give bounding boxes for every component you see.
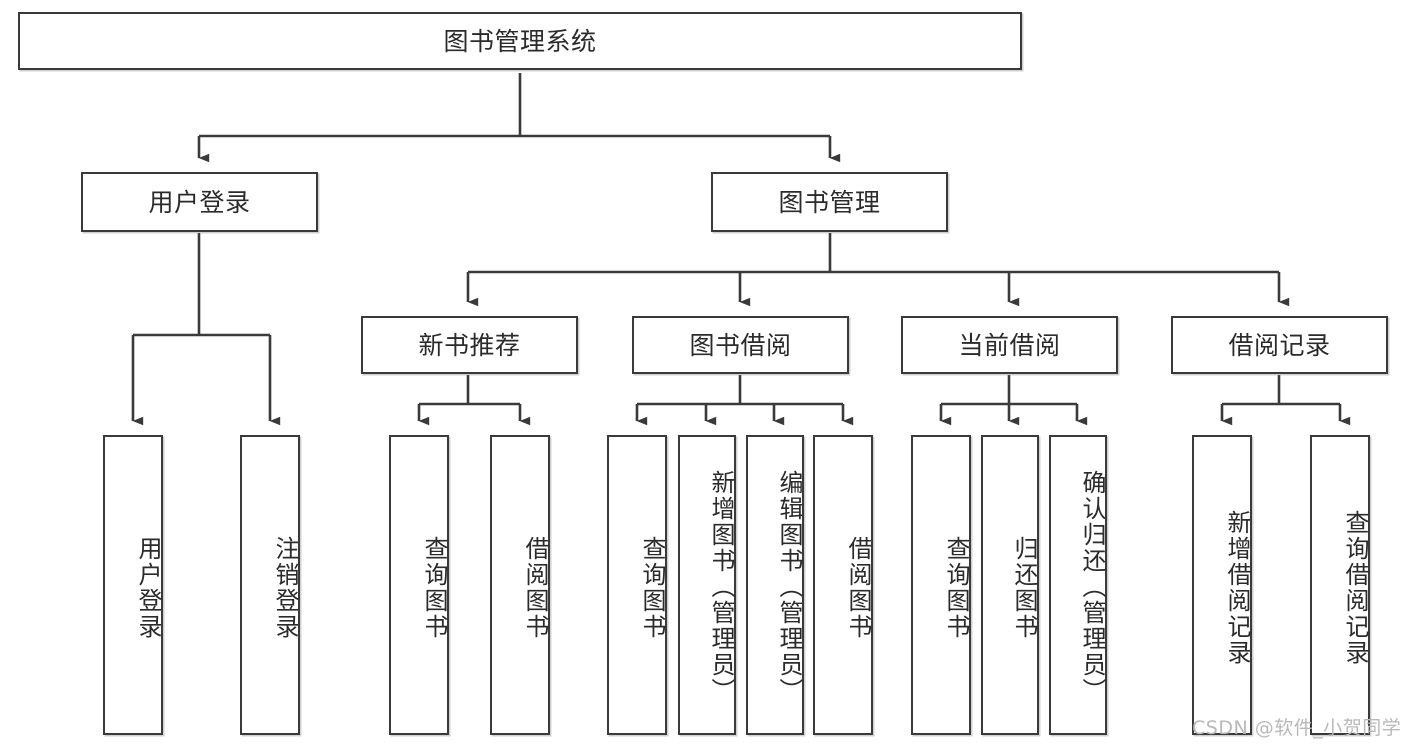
node-book-borrow[interactable]: 图书借阅 [632, 316, 849, 374]
node-root-library-system[interactable]: 图书管理系统 [18, 12, 1022, 70]
leaf-logout-label: 注销登录 [271, 536, 299, 640]
node-borrow-records[interactable]: 借阅记录 [1171, 316, 1388, 374]
leaf-current-return-book-label: 归还图书 [1010, 536, 1038, 640]
node-user-login[interactable]: 用户登录 [81, 172, 318, 232]
leaf-borrow-add-book-admin[interactable]: 新增图书（管理员） [678, 435, 736, 735]
leaf-newbooks-borrow-book[interactable]: 借阅图书 [490, 435, 550, 735]
leaf-current-return-book[interactable]: 归还图书 [981, 435, 1039, 735]
leaf-user-login-label: 用户登录 [134, 536, 162, 640]
leaf-borrow-borrow-book[interactable]: 借阅图书 [813, 435, 873, 735]
node-new-book-recommend-label: 新书推荐 [418, 330, 521, 360]
leaf-current-confirm-return-admin-label: 确认归还（管理员） [1078, 470, 1106, 704]
leaf-logout[interactable]: 注销登录 [240, 435, 300, 735]
leaf-current-confirm-return-admin[interactable]: 确认归还（管理员） [1049, 435, 1107, 735]
node-new-book-recommend[interactable]: 新书推荐 [361, 316, 578, 374]
leaf-borrow-edit-book-admin[interactable]: 编辑图书（管理员） [746, 435, 804, 735]
leaf-newbooks-query-book-label: 查询图书 [420, 536, 448, 640]
node-book-management[interactable]: 图书管理 [711, 172, 948, 232]
leaf-borrow-borrow-book-label: 借阅图书 [844, 536, 872, 640]
leaf-borrow-query-book-label: 查询图书 [638, 536, 666, 640]
leaf-borrow-add-book-admin-label: 新增图书（管理员） [707, 470, 735, 704]
leaf-newbooks-query-book[interactable]: 查询图书 [389, 435, 449, 735]
leaf-current-query-book-label: 查询图书 [942, 536, 970, 640]
node-current-borrow-label: 当前借阅 [958, 330, 1061, 360]
leaf-current-query-book[interactable]: 查询图书 [911, 435, 971, 735]
leaf-borrow-edit-book-admin-label: 编辑图书（管理员） [775, 470, 803, 704]
leaf-newbooks-borrow-book-label: 借阅图书 [521, 536, 549, 640]
node-user-login-label: 用户登录 [148, 187, 251, 217]
leaf-records-query-record[interactable]: 查询借阅记录 [1310, 435, 1370, 735]
leaf-user-login[interactable]: 用户登录 [103, 435, 163, 735]
leaf-borrow-query-book[interactable]: 查询图书 [607, 435, 667, 735]
node-borrow-records-label: 借阅记录 [1228, 330, 1331, 360]
csdn-watermark: CSDN @软件_小贺同学 [1192, 717, 1402, 739]
leaf-records-add-record[interactable]: 新增借阅记录 [1192, 435, 1252, 735]
node-book-management-label: 图书管理 [778, 187, 881, 217]
leaf-records-add-record-label: 新增借阅记录 [1223, 510, 1251, 666]
node-book-borrow-label: 图书借阅 [689, 330, 792, 360]
node-root-label: 图书管理系统 [443, 26, 597, 56]
node-current-borrow[interactable]: 当前借阅 [901, 316, 1118, 374]
leaf-records-query-record-label: 查询借阅记录 [1341, 510, 1369, 666]
